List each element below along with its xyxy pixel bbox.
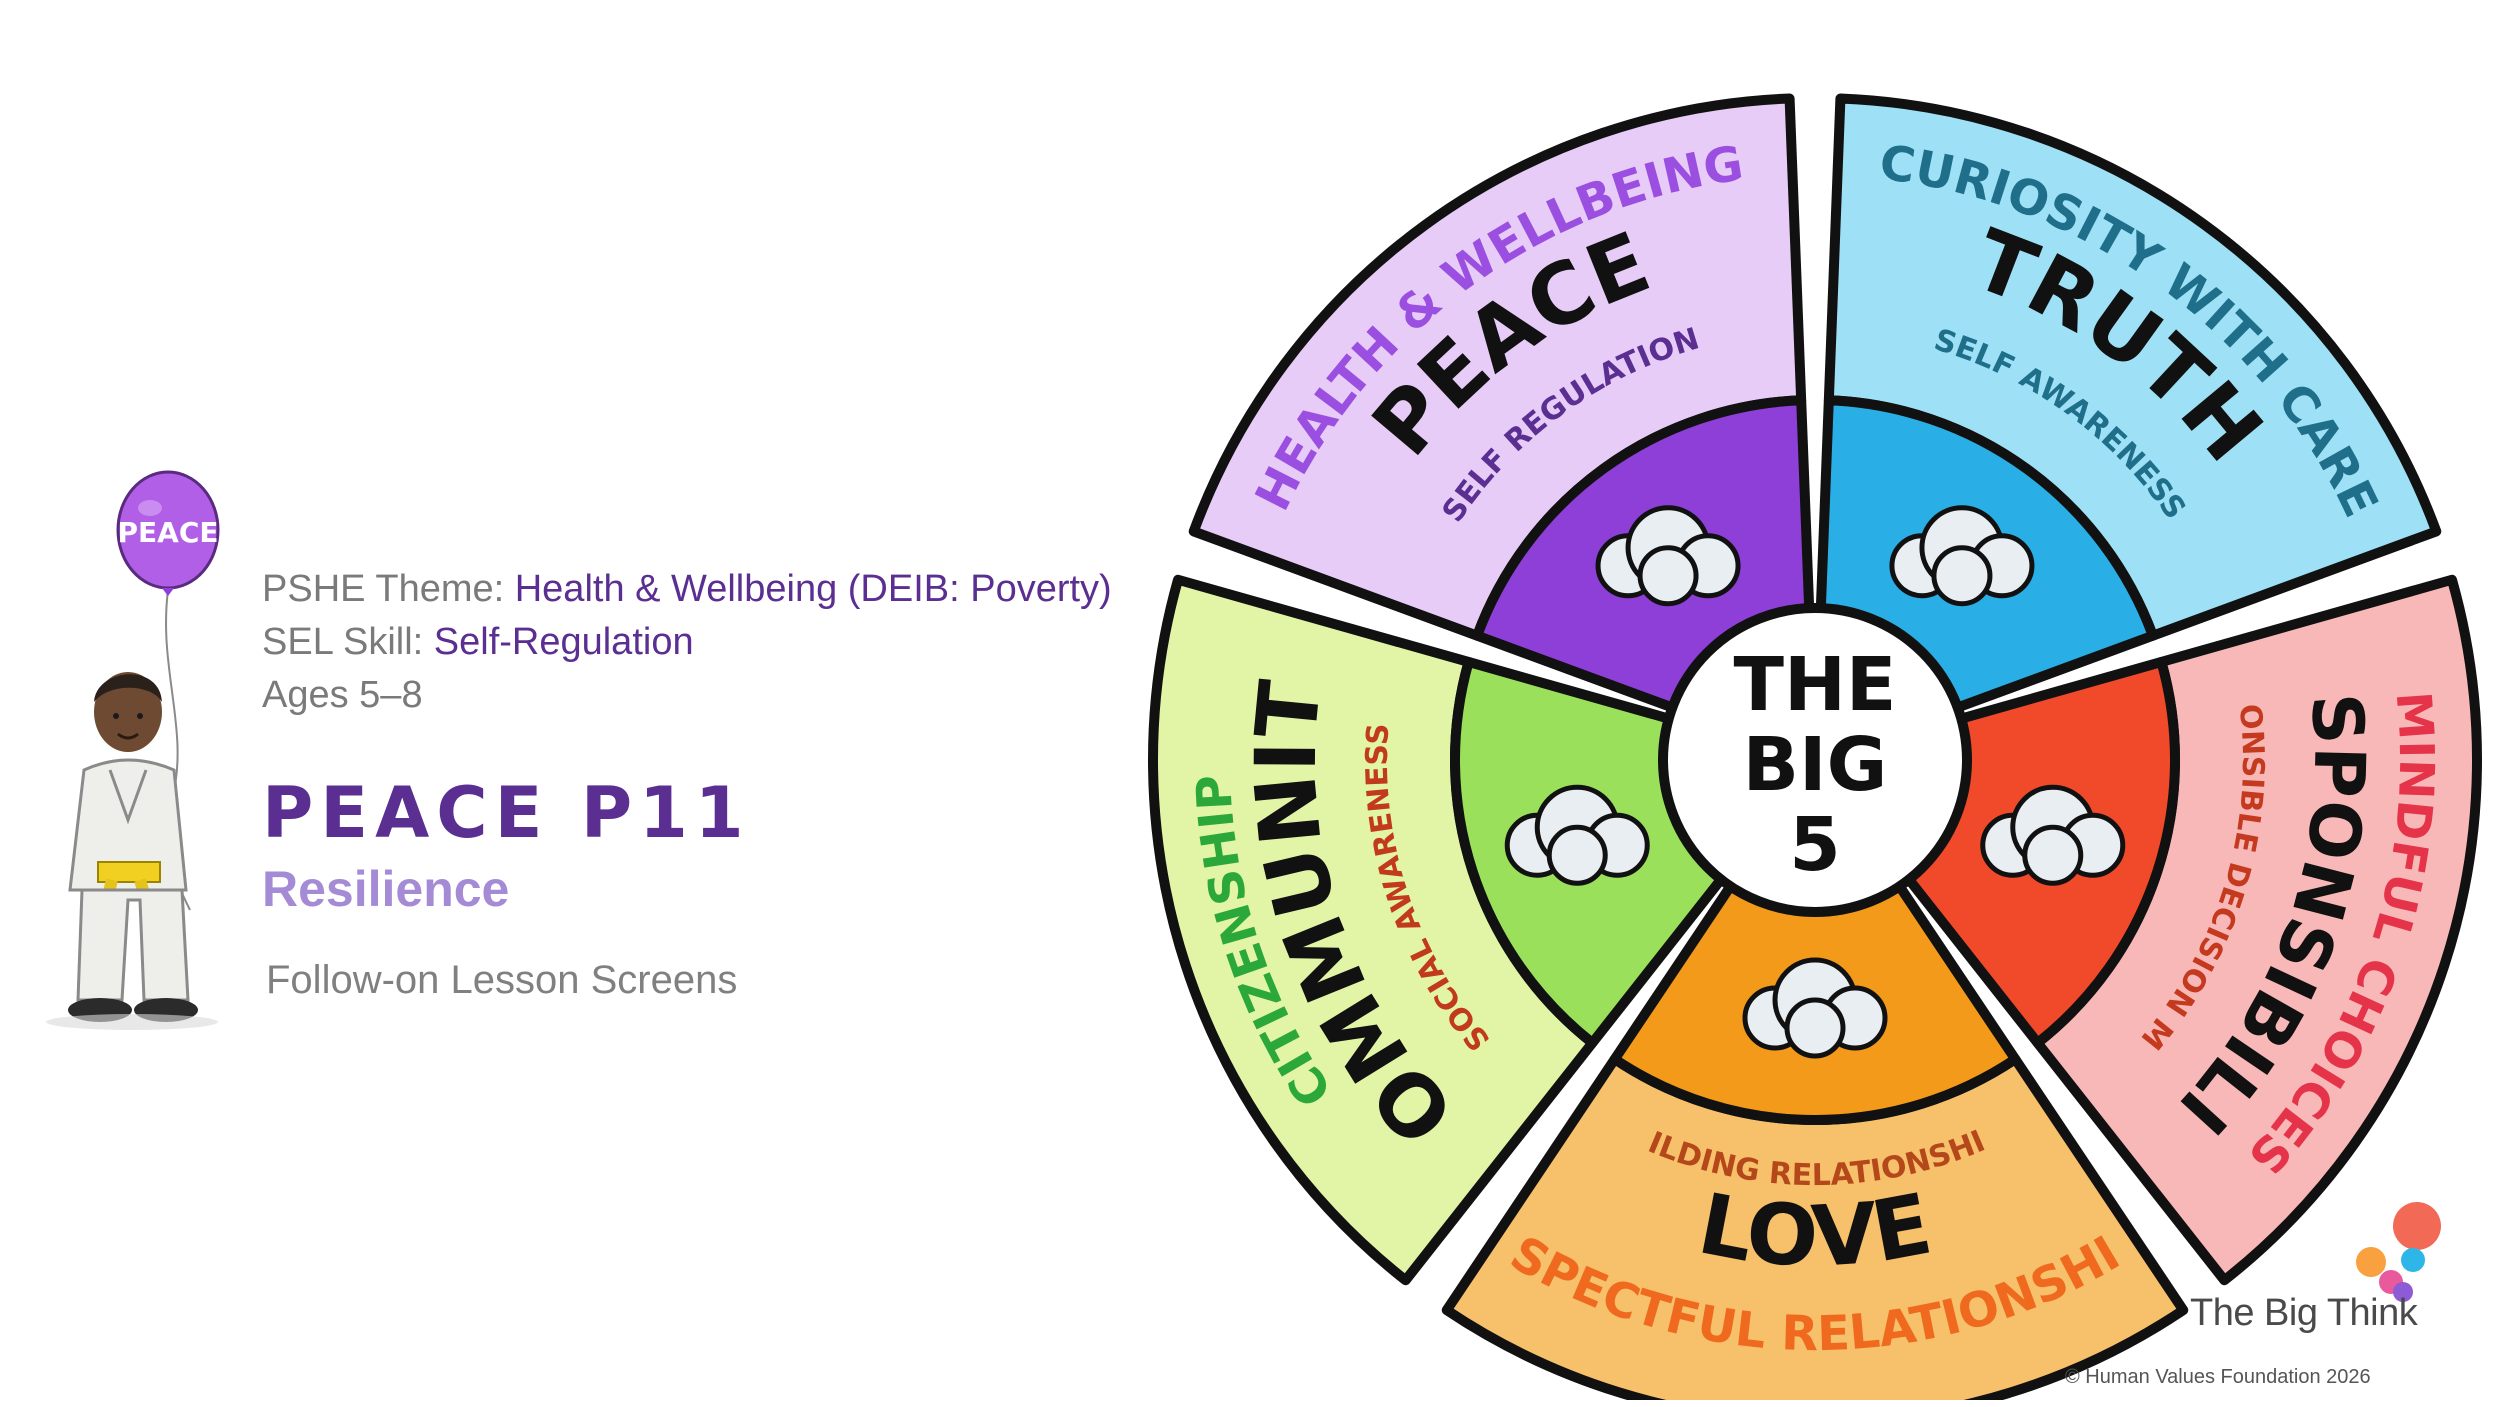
balloon-label: PEACE (118, 516, 219, 549)
center-line-2: BIG (1743, 722, 1888, 808)
cloud-icon (1504, 784, 1650, 886)
copyright-text: © Human Values Foundation 2026 (2065, 1366, 2371, 1388)
lesson-subtitle: Resilience (262, 861, 510, 917)
sel-skill-line: SEL Skill: Self-Regulation (262, 615, 694, 669)
logo-dot-blue (2401, 1248, 2425, 1272)
lesson-title: PEACE P11 (262, 772, 751, 854)
cloud-icon (1742, 957, 1888, 1059)
pshe-theme-line: PSHE Theme: Health & Wellbeing (DEIB: Po… (262, 562, 1112, 616)
wheel-center (1658, 603, 1972, 917)
sel-skill-value: Self-Regulation (433, 621, 694, 663)
segment-love-value: LOVE (1691, 1175, 1939, 1287)
logo-dot-purple (2393, 1282, 2413, 1302)
sel-skill-label: SEL Skill: (262, 621, 434, 663)
big-think-logo-text: The Big Think (2190, 1292, 2418, 1334)
cloud-icon (1595, 505, 1741, 607)
ages-line: Ages 5–8 (262, 674, 423, 716)
character-illustration: PEACE (46, 470, 220, 1030)
cloud-icon (1889, 505, 2035, 607)
logo-dot-red (2393, 1202, 2441, 1250)
big-think-logo-mark (2356, 1202, 2441, 1302)
pshe-theme-label: PSHE Theme: (262, 568, 515, 610)
lesson-note: Follow-on Lesson Screens (266, 958, 738, 1002)
center-line-3: 5 (1789, 802, 1841, 888)
pshe-theme-value: Health & Wellbeing (DEIB: Poverty) (514, 568, 1112, 610)
cloud-icon (1980, 784, 2126, 886)
center-line-1: THE (1734, 642, 1897, 728)
logo-dot-orange (2356, 1247, 2386, 1277)
